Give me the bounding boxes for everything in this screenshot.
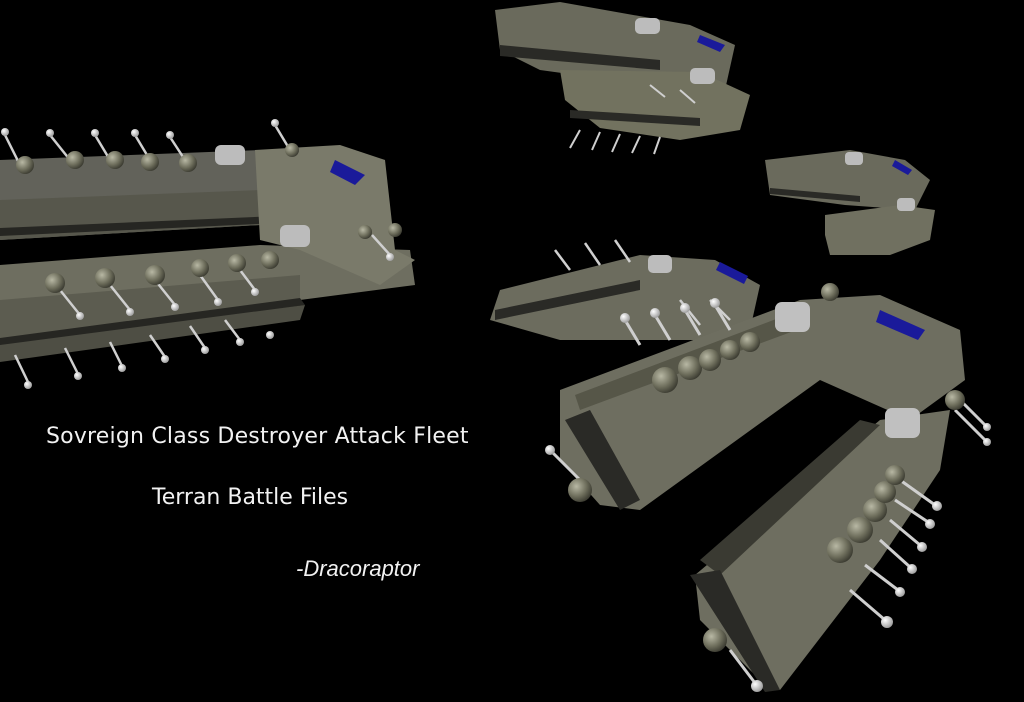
- destroyer-large-bottom-right: [545, 283, 991, 692]
- destroyer-middle-right-small: [765, 150, 935, 255]
- artwork-subtitle: Terran Battle Files: [152, 485, 349, 510]
- destroyer-top-center: [495, 2, 750, 155]
- destroyer-large-left: [0, 119, 415, 389]
- artist-signature: -Dracoraptor: [296, 556, 420, 581]
- artwork-title: Sovreign Class Destroyer Attack Fleet: [46, 424, 469, 449]
- destroyer-middle-center: [490, 239, 760, 340]
- bridge-stripe-icon: [330, 160, 365, 185]
